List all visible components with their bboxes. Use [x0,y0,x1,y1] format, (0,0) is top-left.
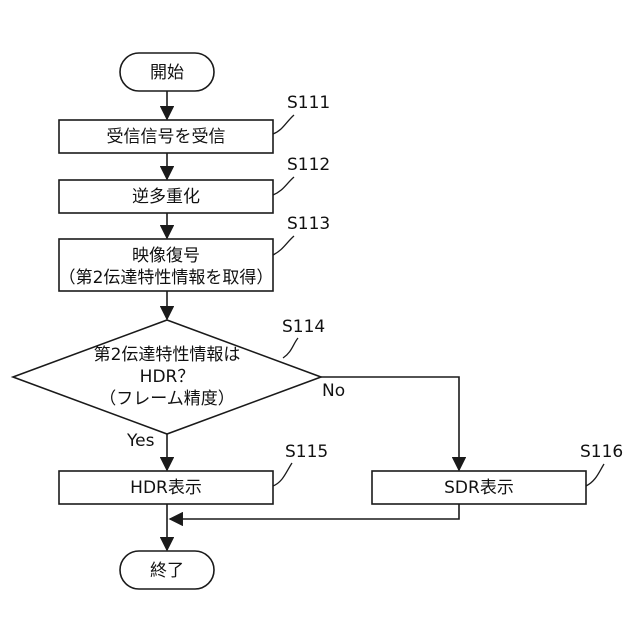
s112-leader-line [273,177,294,195]
arrow-s116-to-merge [170,504,459,519]
s116-text: SDR表示 [444,478,514,498]
s116-leader-line [586,464,604,486]
s112-text: 逆多重化 [132,187,200,207]
s114-text-line1: 第2伝達特性情報は [94,345,241,365]
s113-leader-line [273,236,294,255]
s111-step-id: S111 [287,93,330,113]
s115-text: HDR表示 [130,478,202,498]
no-label: No [322,381,345,401]
s113-text-line1: 映像復号 [132,246,200,266]
s114-text-line2: HDR？ [140,367,195,387]
s113-step-id: S113 [287,214,330,234]
yes-label: Yes [126,431,155,451]
s112-step-id: S112 [287,155,330,175]
s114-leader-line [283,338,298,358]
s114-step-id: S114 [282,317,325,337]
s113-text-line2: （第2伝達特性情報を取得） [59,268,274,288]
s116-step-id: S116 [580,442,623,462]
start-label: 開始 [150,63,184,83]
s111-text: 受信信号を受信 [107,127,226,147]
s115-leader-line [273,463,292,486]
s114-text-line3: （フレーム精度） [99,389,235,409]
end-label: 終了 [150,561,184,581]
s111-leader-line [273,115,294,134]
s115-step-id: S115 [285,442,328,462]
